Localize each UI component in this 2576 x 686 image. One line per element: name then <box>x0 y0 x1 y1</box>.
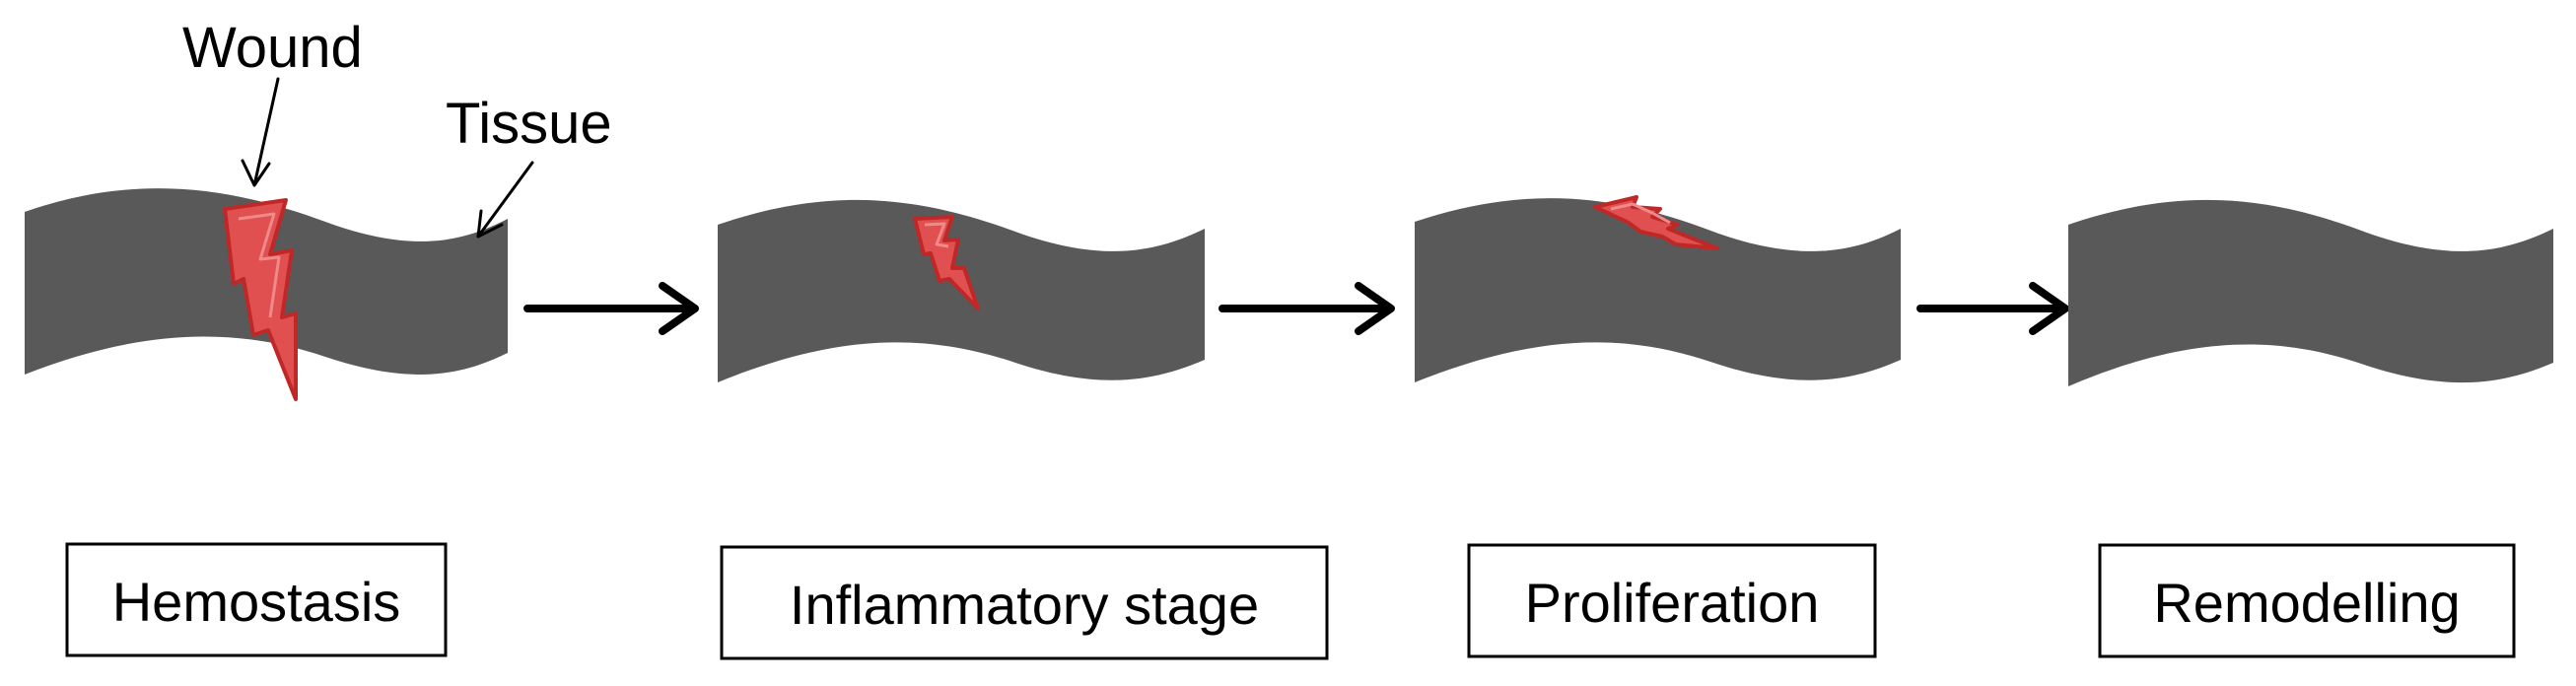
tissue-callout-label: Tissue <box>446 92 612 156</box>
tissue-pointer <box>476 161 534 239</box>
stage-label-inflammatory: Inflammatory stage <box>720 545 1329 660</box>
wound-mark-medium <box>913 215 980 310</box>
stage-label-text: Inflammatory stage <box>790 574 1259 636</box>
stage-label-remodelling: Remodelling <box>2098 543 2516 658</box>
wound-callout-label: Wound <box>182 16 363 80</box>
tissue-inflammatory <box>718 199 1205 382</box>
arrow-1 <box>523 282 699 335</box>
wound-pointer <box>241 77 280 187</box>
tissue-proliferation <box>1415 195 1901 382</box>
arrow-3 <box>1916 282 2069 335</box>
stage-label-text: Proliferation <box>1525 572 1820 634</box>
tissue-hemostasis <box>25 188 508 401</box>
stage-label-text: Hemostasis <box>112 571 401 633</box>
stage-label-hemostasis: Hemostasis <box>65 542 448 657</box>
stage-label-text: Remodelling <box>2153 572 2460 634</box>
wound-mark-small <box>1593 195 1719 250</box>
wound-mark-large <box>223 198 298 401</box>
arrow-2 <box>1218 282 1395 335</box>
tissue-remodelling <box>2068 199 2553 386</box>
wound-callout: Wound <box>182 16 363 187</box>
tissue-callout: Tissue <box>446 92 612 239</box>
stage-label-proliferation: Proliferation <box>1467 543 1877 658</box>
